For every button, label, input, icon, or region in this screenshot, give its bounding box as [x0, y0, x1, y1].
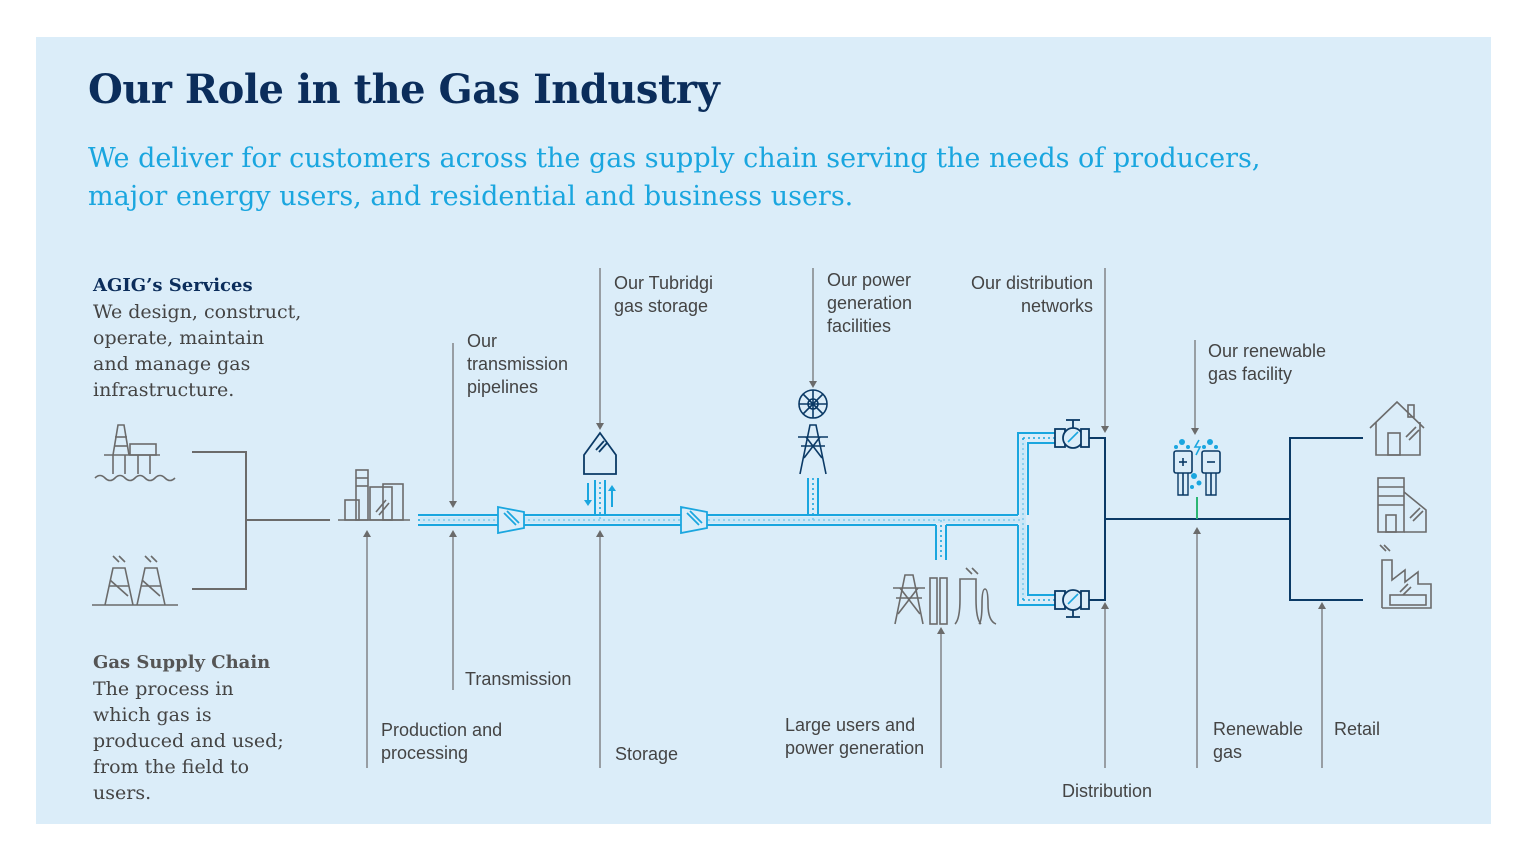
subtitle-line-1: We deliver for customers across the gas …	[88, 143, 1261, 174]
valve-icon	[1054, 419, 1090, 449]
chain-line: from the field to	[93, 756, 250, 778]
label-power-generation: Our power generation facilities	[827, 270, 913, 336]
building-icon	[1377, 477, 1427, 533]
label-production: Production and processing	[381, 720, 503, 763]
services-line: We design, construct,	[93, 301, 302, 323]
valve-icon	[1054, 589, 1090, 618]
label-gas-storage: Our Tubridgi gas storage	[614, 273, 714, 316]
renewable-facility-icon	[1173, 439, 1221, 496]
compressor-icon	[680, 505, 708, 535]
gas-field-icon	[92, 555, 178, 606]
background-panel	[36, 37, 1491, 824]
label-transmission-pipelines: Our transmission pipelines	[467, 331, 569, 397]
chain-line: produced and used;	[93, 730, 284, 752]
bottom-leader-lines	[366, 530, 1323, 768]
top-leader-lines	[452, 268, 1196, 503]
factory-icon	[1379, 544, 1432, 609]
label-renewable-gas: Renewable gas	[1213, 719, 1304, 762]
subtitle-line-2: major energy users, and residential and …	[88, 181, 854, 212]
page-title: Our Role in the Gas Industry	[88, 66, 720, 113]
distribution-lines	[1088, 437, 1363, 601]
label-renewable-facility: Our renewable gas facility	[1208, 341, 1327, 384]
services-line: infrastructure.	[93, 379, 235, 401]
compressor-icon	[497, 505, 525, 535]
field-gathering-lines	[192, 451, 330, 590]
processing-plant-icon	[338, 469, 410, 521]
label-distribution-networks: Our distribution networks	[970, 273, 1093, 316]
label-transmission: Transmission	[465, 669, 572, 689]
chain-line: users.	[93, 782, 152, 804]
services-description: We design, construct, operate, maintain …	[93, 299, 301, 403]
house-icon	[1369, 400, 1425, 456]
label-large-users: Large users and power generation	[785, 715, 925, 758]
label-retail: Retail	[1334, 719, 1381, 739]
chain-line: The process in	[93, 678, 234, 700]
services-line: and manage gas	[93, 353, 251, 375]
label-distribution: Distribution	[1062, 781, 1153, 801]
services-heading: AGIG’s Services	[93, 275, 253, 296]
storage-icon	[583, 431, 617, 475]
label-storage: Storage	[615, 744, 679, 764]
large-users-icon	[893, 567, 997, 625]
services-line: operate, maintain	[93, 327, 265, 349]
page-subtitle: We deliver for customers across the gas …	[88, 140, 1318, 216]
offshore-platform-icon	[94, 424, 176, 482]
power-plant-icon	[798, 389, 828, 475]
chain-heading: Gas Supply Chain	[93, 652, 271, 673]
chain-line: which gas is	[93, 704, 212, 726]
leader-arrowheads	[449, 381, 1199, 508]
chain-description: The process in which gas is produced and…	[93, 676, 284, 806]
